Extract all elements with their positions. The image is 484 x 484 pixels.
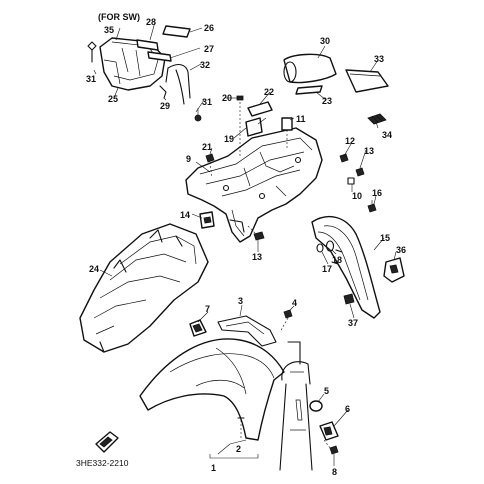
bracket-parts-19-20-22 xyxy=(236,95,273,158)
callout-5: 5 xyxy=(324,386,329,396)
seal-part-26 xyxy=(162,25,191,38)
callout-16: 16 xyxy=(372,188,382,198)
callout-13-upper: 13 xyxy=(364,146,374,156)
bolt-31-left xyxy=(87,41,97,63)
washer-part-18 xyxy=(325,240,335,252)
plate-part-33 xyxy=(345,69,389,93)
callout-22: 22 xyxy=(264,87,274,97)
callout-27: 27 xyxy=(204,44,214,54)
rear-flap-part-15 xyxy=(311,215,381,319)
callout-8: 8 xyxy=(332,467,337,477)
seal-part-23 xyxy=(295,85,323,95)
grommet-part-2 xyxy=(237,417,245,440)
tail-cover-assembly xyxy=(87,25,202,122)
callout-18: 18 xyxy=(332,255,342,265)
bolt-part-8 xyxy=(323,439,339,455)
grommet-part-5 xyxy=(309,400,323,412)
bolt-part-4 xyxy=(279,309,293,333)
callout-labels: 1 2 3 4 5 6 7 8 9 10 11 12 13 13 14 15 1… xyxy=(86,17,406,477)
callout-9: 9 xyxy=(186,154,191,164)
callout-1: 1 xyxy=(211,463,216,473)
callout-29: 29 xyxy=(160,101,170,111)
callout-37: 37 xyxy=(348,318,358,328)
callout-14: 14 xyxy=(180,210,190,220)
bracket-part-32 xyxy=(165,63,191,105)
nut-part-12 xyxy=(339,153,349,163)
callout-11: 11 xyxy=(296,114,306,124)
callout-32: 32 xyxy=(200,60,210,70)
bolt-part-21 xyxy=(205,153,215,179)
callout-10: 10 xyxy=(352,191,362,201)
washer-part-17 xyxy=(316,243,324,253)
callout-28: 28 xyxy=(146,17,156,27)
callout-3: 3 xyxy=(238,296,243,306)
leader-lines xyxy=(93,21,397,466)
diagram-code: 3HE332-2210 xyxy=(76,458,129,468)
bolt-part-16 xyxy=(367,203,377,213)
callout-36: 36 xyxy=(396,245,406,255)
callout-26: 26 xyxy=(204,23,214,33)
callout-21: 21 xyxy=(202,142,212,152)
bracket-part-19 xyxy=(245,117,263,137)
callout-15: 15 xyxy=(380,233,390,243)
callout-12: 12 xyxy=(345,136,355,146)
inner-fender-part-24 xyxy=(79,223,209,353)
callout-4: 4 xyxy=(292,298,297,308)
brace-part-3 xyxy=(217,315,277,347)
nut-part-37 xyxy=(343,293,355,305)
fasteners-right xyxy=(339,153,377,213)
cover-part-30 xyxy=(283,53,337,84)
damper-part-34 xyxy=(367,113,387,125)
strip-part-28 xyxy=(136,39,159,51)
clip-part-29 xyxy=(159,85,167,99)
rear-fender-part-9 xyxy=(185,127,323,243)
callout-19: 19 xyxy=(224,134,234,144)
seat-parts-right xyxy=(283,53,389,125)
bolt-part-13-lower xyxy=(247,225,265,241)
callout-17: 17 xyxy=(322,264,332,274)
callout-25: 25 xyxy=(108,94,118,104)
callout-23: 23 xyxy=(322,96,332,106)
tail-cover-part xyxy=(99,37,166,91)
callout-24: 24 xyxy=(89,264,99,274)
bracket-part-22 xyxy=(247,101,273,117)
callout-13-lower: 13 xyxy=(252,252,262,262)
callout-35: 35 xyxy=(104,25,114,35)
callout-33: 33 xyxy=(374,54,384,64)
callout-2: 2 xyxy=(236,444,241,454)
strip-part-27 xyxy=(147,51,172,62)
callout-34: 34 xyxy=(382,130,392,140)
bolt-part-13-top xyxy=(355,167,365,177)
bolt-31-right xyxy=(194,108,202,122)
fork-tube xyxy=(279,341,313,471)
callout-6: 6 xyxy=(345,404,350,414)
callout-20: 20 xyxy=(222,93,232,103)
callout-31-left: 31 xyxy=(86,74,96,84)
front-fender-part-1 xyxy=(139,338,285,441)
collar-part-11 xyxy=(281,117,293,148)
callout-31-right: 31 xyxy=(202,97,212,107)
callout-7: 7 xyxy=(205,304,210,314)
for-sw-note: (FOR SW) xyxy=(98,12,140,22)
callout-30: 30 xyxy=(320,36,330,46)
